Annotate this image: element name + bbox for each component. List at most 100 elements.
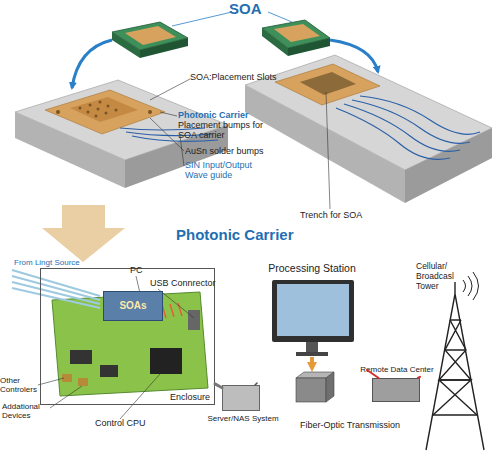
circuit-board: [52, 292, 208, 396]
solder-bump: [115, 109, 118, 112]
part-label: PC: [130, 265, 143, 275]
monitor: [272, 280, 354, 342]
monitor: [306, 342, 318, 352]
soa-chip-array: SOAs: [103, 291, 163, 321]
circuit-board: [100, 365, 118, 377]
part-label: Trench for SOA: [300, 210, 362, 220]
part-label: Addational Devices: [2, 402, 52, 420]
leader-line: [326, 92, 330, 209]
leader-line: [180, 136, 184, 166]
photonic-carrier: [275, 64, 380, 105]
photonic-carrier: [70, 97, 138, 122]
solder-bump: [95, 115, 98, 118]
leader-line: [150, 79, 190, 100]
node-text: Remote Data Center: [357, 365, 437, 374]
leader-line: [160, 112, 177, 116]
radio-wave: [468, 276, 472, 296]
circuit-board: [52, 292, 208, 396]
optical-fiber: [12, 288, 100, 308]
tower: [433, 320, 477, 415]
photonic-carrier: [45, 90, 165, 134]
heading-label: SOA: [229, 0, 262, 17]
processing-station: Processing Station: [257, 262, 367, 402]
solder-bump: [107, 105, 110, 108]
processing-unit: [296, 378, 326, 402]
part-label: Fiber-Optic Transmission: [300, 420, 400, 430]
soa-leader-line: [268, 12, 292, 22]
monitor: [296, 352, 328, 356]
radio-wave: [463, 280, 466, 292]
solder-bump: [99, 101, 102, 104]
part-label: Other Controlers: [0, 376, 40, 394]
heading-label: Photonic Carrier: [176, 226, 294, 243]
part-label: SIN Input/Output Wave guide: [185, 160, 270, 181]
connector: [367, 370, 379, 378]
node-text: Cellular/ Broadcasl Tower: [416, 262, 464, 291]
solder-bump: [97, 108, 100, 111]
placement-arrow: [72, 40, 112, 88]
node-text: Processing Station: [257, 262, 367, 274]
soa-output: [170, 304, 174, 317]
part-label: Placement bumps for SOA carrier: [178, 120, 273, 141]
circuit-board: [78, 378, 88, 386]
node-text: SOAs: [104, 300, 162, 312]
transfer-arrow: [42, 205, 125, 262]
solder-bump: [56, 110, 60, 114]
connector: [215, 384, 222, 388]
optical-fiber: [12, 270, 100, 308]
waveguide: [344, 104, 460, 151]
soa-output: [178, 303, 182, 316]
node-text: Enclosure: [170, 392, 210, 402]
tower: [426, 294, 484, 450]
node-text: Server/NAS System: [203, 414, 283, 423]
processing-unit: [296, 372, 334, 402]
solder-bump: [56, 101, 152, 118]
circuit-board: [70, 350, 92, 364]
tower: [426, 282, 484, 450]
part-label: Photonic Carrier: [178, 110, 249, 120]
part-label: From Lingt Source: [14, 258, 80, 267]
photonic-carrier: [245, 55, 492, 203]
circuit-board: [150, 348, 182, 374]
leader-line: [158, 289, 194, 318]
connector: [418, 377, 420, 378]
radio-wave: [463, 272, 479, 300]
optical-fiber: [12, 282, 100, 304]
radio-wave: [473, 272, 479, 300]
solder-bump: [148, 110, 152, 114]
part-label: SOA:Placement Slots: [190, 72, 277, 82]
leader-line: [38, 378, 64, 385]
photonic-carrier: [405, 128, 492, 203]
monitor: [272, 280, 354, 356]
optical-fiber: [12, 276, 100, 300]
photonic-carrier: [300, 72, 356, 95]
tower: [454, 282, 455, 294]
monitor: [277, 284, 349, 336]
soa-output: [162, 303, 182, 318]
waveguide: [336, 96, 480, 159]
soa-chip: [125, 26, 176, 45]
processing-unit: [326, 372, 334, 402]
solder-bump: [105, 112, 108, 115]
enclosure-box: Enclosure SOAs: [40, 268, 215, 405]
leader-line: [150, 79, 330, 209]
circuit-board: [188, 310, 200, 330]
solder-bump: [79, 107, 82, 110]
tower-node: Cellular/ Broadcasl Tower: [420, 262, 492, 452]
part-label: USB Connrector: [150, 278, 216, 288]
part-label: AuSn solder bumps: [185, 146, 264, 156]
down-arrow: [310, 357, 314, 368]
soa-leader-line: [172, 12, 232, 26]
soa-chip: [274, 24, 320, 42]
part-label: Control CPU: [95, 418, 146, 428]
connector: [255, 383, 257, 385]
data-center-box: Remote Data Center: [372, 378, 420, 402]
soa-chip: [112, 20, 330, 58]
solder-bump: [89, 104, 92, 107]
tower: [433, 320, 477, 415]
server-box: Server/NAS System: [222, 385, 260, 411]
waveguide: [336, 108, 450, 159]
leader-line: [120, 374, 160, 419]
